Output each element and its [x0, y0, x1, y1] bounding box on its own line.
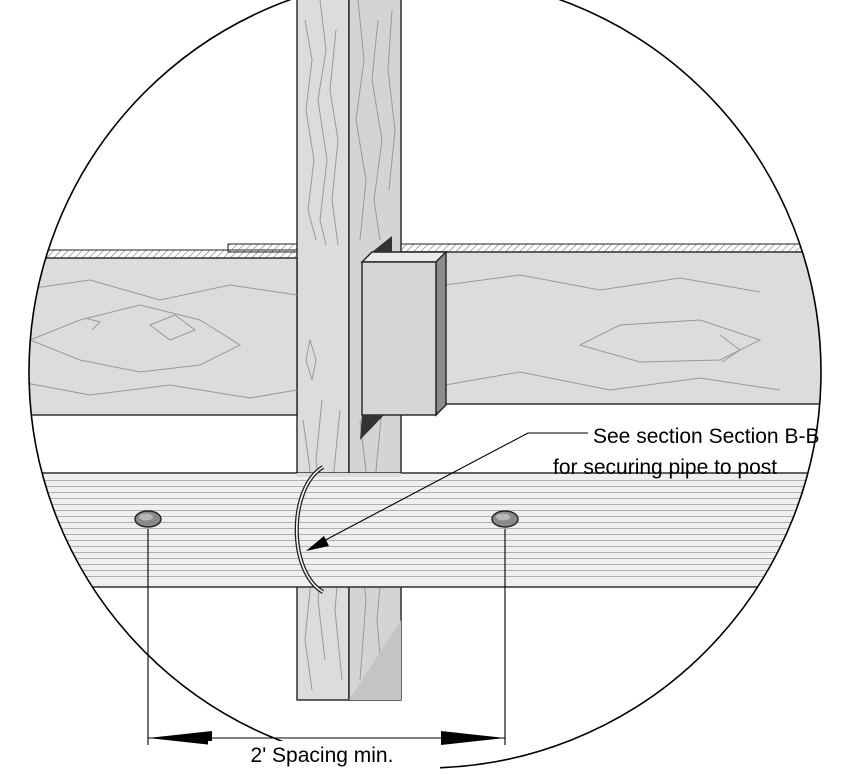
screw-right	[491, 510, 519, 528]
pipe-strap	[294, 465, 325, 594]
post-left-board	[296, 0, 350, 701]
dimension-label: 2' Spacing min.	[251, 744, 394, 767]
callout-text-line1: See section Section B-B	[593, 425, 819, 448]
dimension-arrow-right	[441, 731, 505, 745]
dimension-arrow-left	[148, 731, 212, 745]
detail-circle-content	[29, 0, 821, 701]
spacer-block	[360, 236, 448, 440]
pipe	[29, 472, 821, 588]
callout-text-line2: for securing pipe to post	[553, 456, 777, 479]
screw-left	[134, 510, 162, 528]
dimension-spacing	[147, 529, 506, 771]
callout-leader	[306, 432, 588, 551]
horizontal-rail	[29, 243, 821, 416]
